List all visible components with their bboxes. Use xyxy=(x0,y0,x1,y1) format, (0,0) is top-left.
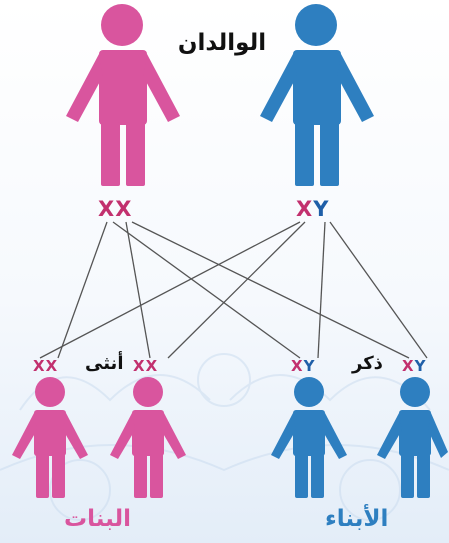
offspring-1-chromosomes: XX xyxy=(33,357,58,375)
parents-title: الوالدان xyxy=(170,30,274,56)
offspring-3-chromosome-2: Y xyxy=(304,357,316,375)
offspring-1-chromosome-1: X xyxy=(33,357,46,375)
line-mother-x1-to-daughter-1 xyxy=(58,222,107,358)
mother-icon xyxy=(66,4,180,186)
offspring-1-chromosome-2: X xyxy=(46,357,59,375)
line-father-x-to-daughter-2 xyxy=(168,222,305,358)
offspring-2-chromosome-2: X xyxy=(146,357,159,375)
offspring-4-chromosome-1: X xyxy=(402,357,415,375)
line-mother-x2-to-daughter-2 xyxy=(126,222,150,358)
offspring-4-chromosomes: XY xyxy=(402,357,426,375)
line-father-x-to-daughter-1 xyxy=(40,222,300,358)
son-2-icon xyxy=(377,377,448,498)
daughters-label: البنات xyxy=(64,506,131,532)
inheritance-lines xyxy=(40,222,427,358)
father-icon xyxy=(260,4,374,186)
line-mother-x2-to-son-2 xyxy=(132,222,409,358)
male-label: ذكر xyxy=(352,353,383,374)
offspring-3-chromosome-1: X xyxy=(291,357,304,375)
father-chromosome-2: Y xyxy=(313,197,329,221)
mother-chromosome-1: X xyxy=(98,197,115,221)
father-chromosomes: XY xyxy=(296,197,329,221)
female-label: أنثى xyxy=(85,353,124,374)
offspring-2-chromosomes: XX xyxy=(133,357,158,375)
offspring-2-chromosome-1: X xyxy=(133,357,146,375)
line-father-y-to-son-1 xyxy=(318,222,325,358)
father-chromosome-1: X xyxy=(296,197,313,221)
daughter-2-icon xyxy=(110,377,186,498)
sons-label: الأبناء xyxy=(325,506,388,532)
son-1-icon xyxy=(271,377,347,498)
mother-chromosome-2: X xyxy=(115,197,132,221)
mother-chromosomes: XX xyxy=(98,197,132,221)
offspring-4-chromosome-2: Y xyxy=(415,357,427,375)
line-father-y-to-son-2 xyxy=(330,222,427,358)
offspring-3-chromosomes: XY xyxy=(291,357,315,375)
daughter-1-icon xyxy=(12,377,88,498)
